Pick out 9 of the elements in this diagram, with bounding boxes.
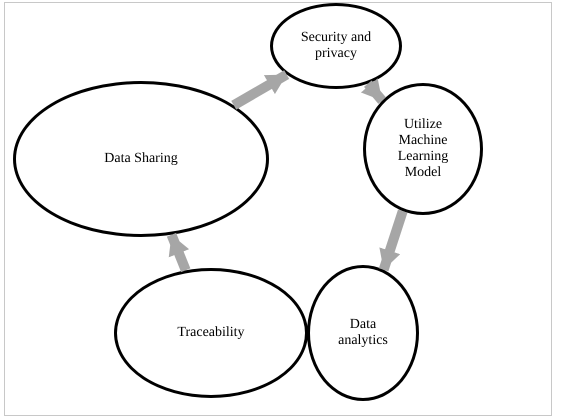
block-arrow bbox=[166, 232, 190, 272]
block-arrow bbox=[360, 78, 386, 104]
node-label: Traceability bbox=[177, 324, 245, 342]
block-arrow bbox=[378, 210, 408, 272]
block-arrow bbox=[231, 70, 290, 110]
node-label: Data analytics bbox=[337, 316, 389, 350]
node-label: Security and privacy bbox=[300, 30, 372, 62]
node-label: Utilize Machine Learning Model bbox=[396, 116, 450, 182]
node-label: Data Sharing bbox=[104, 150, 178, 168]
